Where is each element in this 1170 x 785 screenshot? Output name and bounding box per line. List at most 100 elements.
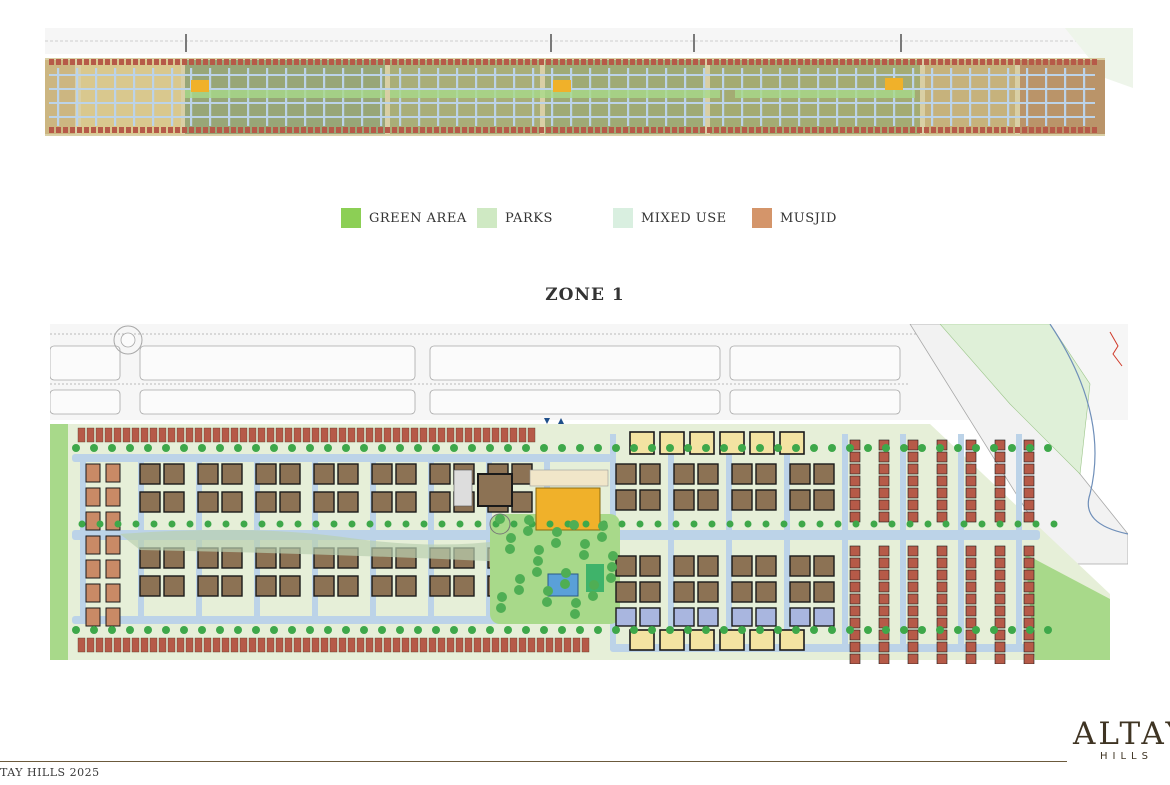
brand-logo-subtitle: HILLS bbox=[1100, 751, 1153, 762]
tree bbox=[576, 626, 584, 634]
tree bbox=[402, 520, 410, 528]
tree bbox=[384, 520, 392, 528]
overview-plot bbox=[1092, 59, 1097, 65]
villa-plot bbox=[639, 463, 661, 485]
overview-plot bbox=[490, 59, 495, 65]
townhouse-plot bbox=[878, 593, 890, 605]
overview-plot bbox=[553, 59, 558, 65]
tree bbox=[972, 444, 980, 452]
plot bbox=[410, 637, 419, 653]
overview-plot bbox=[644, 127, 649, 133]
overview-plot bbox=[994, 127, 999, 133]
overview-plot bbox=[889, 59, 894, 65]
overview-street bbox=[1083, 68, 1086, 126]
internal-road bbox=[842, 434, 848, 650]
tree bbox=[1008, 444, 1016, 452]
overview-plot bbox=[266, 59, 271, 65]
overview-plot bbox=[931, 127, 936, 133]
townhouse-plot bbox=[849, 487, 861, 499]
overview-plot bbox=[280, 127, 285, 133]
tree bbox=[570, 609, 580, 619]
villa-plot bbox=[395, 463, 417, 485]
plot bbox=[464, 427, 473, 443]
tree bbox=[216, 626, 224, 634]
plot bbox=[428, 427, 437, 443]
overview-plot bbox=[903, 127, 908, 133]
townhouse-plot bbox=[1023, 511, 1035, 523]
townhouse-plot bbox=[1023, 463, 1035, 475]
tree bbox=[342, 444, 350, 452]
tree bbox=[918, 444, 926, 452]
overview-plot bbox=[371, 59, 376, 65]
plot bbox=[95, 427, 104, 443]
overview-plot bbox=[126, 59, 131, 65]
villa-plot bbox=[789, 489, 811, 511]
plot bbox=[230, 427, 239, 443]
tree bbox=[360, 444, 368, 452]
plot bbox=[302, 637, 311, 653]
boundary-line bbox=[1049, 324, 1128, 535]
overview-plot bbox=[882, 59, 887, 65]
townhouse-plot bbox=[907, 593, 919, 605]
tree bbox=[816, 520, 824, 528]
villa-plot bbox=[755, 489, 777, 511]
townhouse-plot bbox=[936, 545, 948, 557]
overview-plot bbox=[595, 59, 600, 65]
road-median bbox=[139, 345, 416, 381]
overview-district bbox=[45, 60, 75, 134]
overview-plot bbox=[805, 59, 810, 65]
overview-plot bbox=[693, 127, 698, 133]
townhouse-plot bbox=[965, 545, 977, 557]
overview-plot bbox=[924, 59, 929, 65]
overview-plot bbox=[861, 127, 866, 133]
overview-street bbox=[49, 102, 1095, 104]
overview-plot bbox=[672, 59, 677, 65]
villa-plot bbox=[429, 491, 451, 513]
tree bbox=[288, 626, 296, 634]
plot bbox=[167, 427, 176, 443]
tree bbox=[324, 626, 332, 634]
overview-plot bbox=[427, 59, 432, 65]
overview-plot bbox=[798, 59, 803, 65]
overview-street bbox=[931, 68, 934, 126]
overview-plot bbox=[1085, 59, 1090, 65]
overview-plot bbox=[560, 127, 565, 133]
overview-plot bbox=[56, 59, 61, 65]
overview-plot bbox=[147, 127, 152, 133]
villa-plot bbox=[673, 463, 695, 485]
tree bbox=[294, 520, 302, 528]
entrance-marker bbox=[558, 418, 564, 424]
villa-plot bbox=[197, 491, 219, 513]
overview-plot bbox=[252, 59, 257, 65]
overview-plot bbox=[630, 127, 635, 133]
overview-plot bbox=[623, 127, 628, 133]
overview-plot bbox=[273, 127, 278, 133]
overview-plot bbox=[903, 59, 908, 65]
townhouse-plot bbox=[907, 499, 919, 511]
plot bbox=[194, 637, 203, 653]
townhouse-plot bbox=[965, 451, 977, 463]
plot bbox=[374, 637, 383, 653]
tree bbox=[762, 520, 770, 528]
overview-plot bbox=[357, 127, 362, 133]
tree bbox=[414, 626, 422, 634]
townhouse-plot bbox=[878, 605, 890, 617]
overview-plot bbox=[1022, 59, 1027, 65]
overview-plot bbox=[700, 59, 705, 65]
legend-label-musjid: MUSJID bbox=[780, 210, 837, 226]
villa-plot bbox=[163, 491, 185, 513]
overview-plot bbox=[686, 59, 691, 65]
internal-road bbox=[428, 454, 434, 624]
villa-plot bbox=[395, 575, 417, 597]
overview-plot bbox=[63, 127, 68, 133]
overview-plot bbox=[756, 127, 761, 133]
tree bbox=[756, 444, 764, 452]
overview-plot bbox=[189, 59, 194, 65]
overview-plot bbox=[497, 127, 502, 133]
overview-plot bbox=[378, 59, 383, 65]
road-median bbox=[429, 389, 721, 415]
overview-plot bbox=[721, 59, 726, 65]
plot bbox=[329, 427, 338, 443]
overview-plot bbox=[280, 59, 285, 65]
tree bbox=[532, 567, 542, 577]
